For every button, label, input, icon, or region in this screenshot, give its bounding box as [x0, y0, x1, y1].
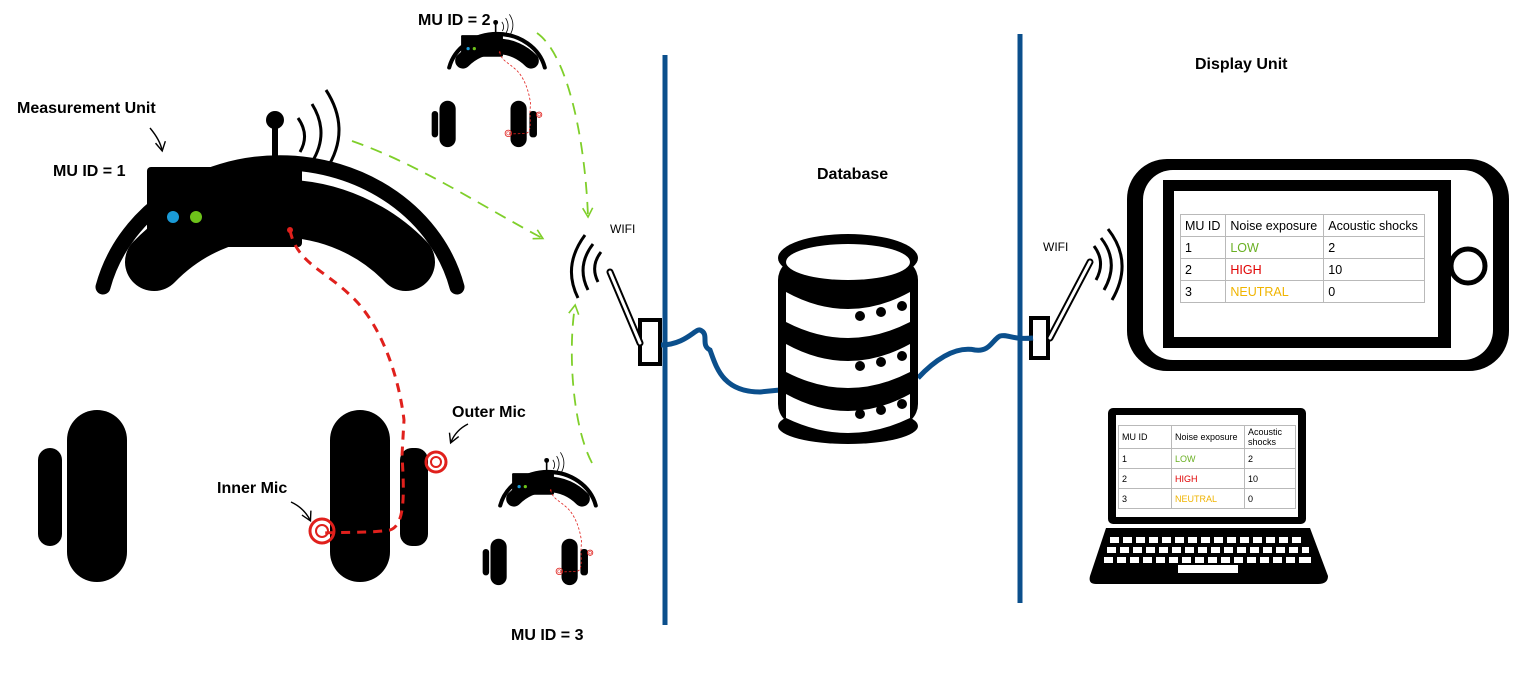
label-outer-mic: Outer Mic: [452, 404, 526, 421]
pointer-arrow-inner-mic: [290, 501, 312, 523]
database-icon: [778, 234, 918, 444]
cell-acoustic-shocks: 2: [1323, 236, 1425, 259]
cell-acoustic-shocks: 2: [1244, 448, 1296, 469]
table-row: 2 HIGH 10: [1118, 468, 1296, 489]
label-mu-id-1: MU ID = 1: [53, 163, 126, 180]
pointer-arrows: [149, 127, 469, 523]
header-noise-exposure: Noise exposure: [1225, 214, 1325, 237]
header-mu-id: MU ID: [1118, 425, 1172, 449]
headset-mu3: [483, 452, 596, 585]
cell-noise-exposure: LOW: [1171, 448, 1245, 469]
label-wifi-left: WIFI: [610, 222, 636, 236]
table-row: 2 HIGH 10: [1179, 258, 1425, 281]
wifi-router-left: [569, 234, 662, 366]
cell-mu-id: 3: [1118, 488, 1172, 509]
label-database: Database: [817, 166, 889, 183]
table-row: 3 NEUTRAL 0: [1179, 280, 1425, 303]
header-acoustic-shocks: Acoustic shocks: [1244, 425, 1296, 449]
laptop-data-table: MU ID Noise exposure Acoustic shocks 1 L…: [1118, 425, 1296, 509]
cell-mu-id: 3: [1179, 280, 1227, 303]
pointer-arrow-measurement-unit: [149, 127, 166, 153]
cell-noise-exposure: HIGH: [1225, 258, 1325, 281]
header-mu-id: MU ID: [1179, 214, 1227, 237]
table-row: 1 LOW 2: [1179, 236, 1425, 259]
label-mu-id-3: MU ID = 3: [511, 627, 584, 644]
signal-arrow-mu2: [536, 32, 594, 219]
laptop-keyboard: [1104, 537, 1311, 573]
cable-left: [660, 327, 781, 395]
cell-mu-id: 1: [1179, 236, 1227, 259]
label-inner-mic: Inner Mic: [217, 480, 288, 497]
label-mu-id-2: MU ID = 2: [418, 12, 491, 29]
cell-noise-exposure: NEUTRAL: [1171, 488, 1245, 509]
cable-right: [916, 333, 1034, 380]
header-acoustic-shocks: Acoustic shocks: [1323, 214, 1425, 237]
table-row: 3 NEUTRAL 0: [1118, 488, 1296, 509]
cell-acoustic-shocks: 0: [1323, 280, 1425, 303]
cell-noise-exposure: NEUTRAL: [1225, 280, 1325, 303]
phone-data-table: MU ID Noise exposure Acoustic shocks 1 L…: [1179, 214, 1425, 303]
label-wifi-right: WIFI: [1043, 240, 1069, 254]
cell-mu-id: 1: [1118, 448, 1172, 469]
cell-mu-id: 2: [1118, 468, 1172, 489]
table-row: 1 LOW 2: [1118, 448, 1296, 469]
cell-acoustic-shocks: 0: [1244, 488, 1296, 509]
pointer-arrow-outer-mic: [448, 423, 469, 445]
label-measurement-unit: Measurement Unit: [17, 100, 156, 117]
cell-mu-id: 2: [1179, 258, 1227, 281]
cell-acoustic-shocks: 10: [1323, 258, 1425, 281]
signal-arrows: [351, 32, 594, 464]
headset-mu2: [432, 14, 545, 147]
header-noise-exposure: Noise exposure: [1171, 425, 1245, 449]
table-header-row: MU ID Noise exposure Acoustic shocks: [1118, 425, 1296, 449]
signal-arrow-mu1: [351, 140, 545, 240]
cell-noise-exposure: HIGH: [1171, 468, 1245, 489]
label-display-unit: Display Unit: [1195, 56, 1288, 73]
cell-acoustic-shocks: 10: [1244, 468, 1296, 489]
cell-noise-exposure: LOW: [1225, 236, 1325, 259]
signal-arrow-mu3: [568, 303, 593, 464]
table-header-row: MU ID Noise exposure Acoustic shocks: [1179, 214, 1425, 237]
